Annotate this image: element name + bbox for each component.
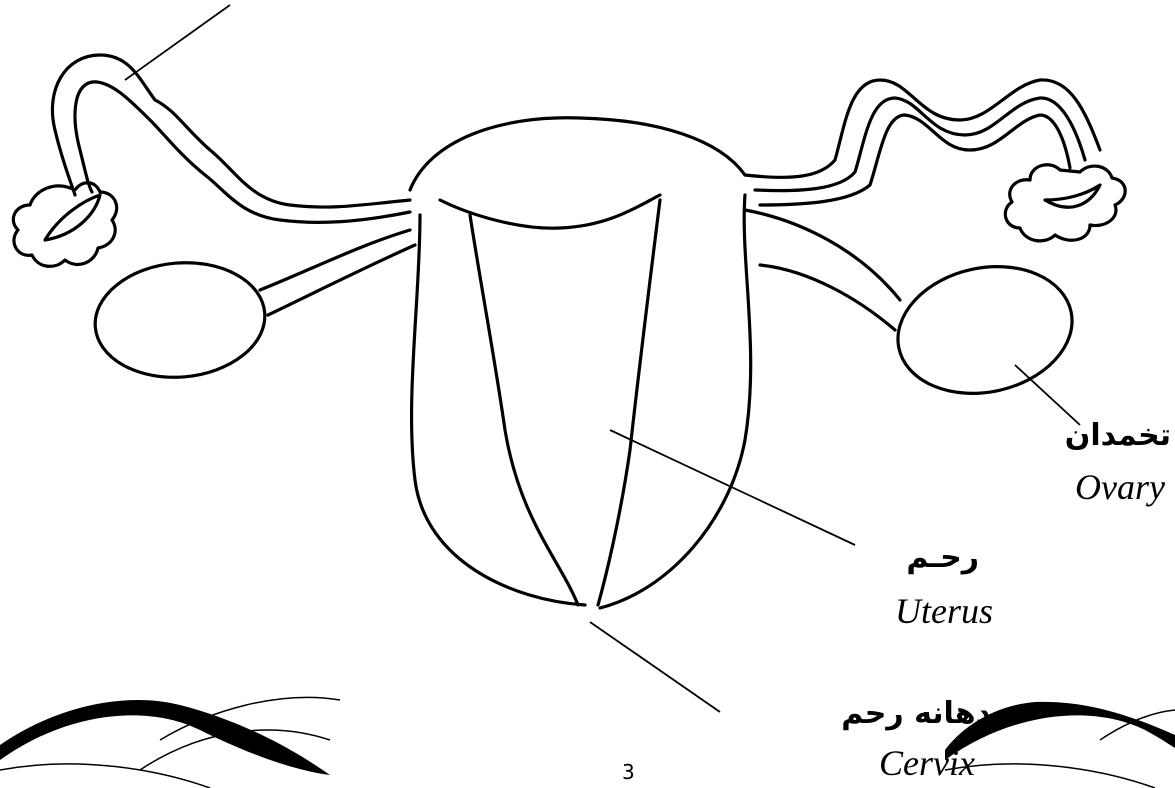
right-fimbriae bbox=[1005, 165, 1125, 241]
uterus bbox=[410, 118, 751, 608]
ovary-label-fa: تخمدان bbox=[1065, 418, 1171, 453]
right-fallopian-tube bbox=[745, 80, 1100, 205]
cervix-label-fa: دهانه رحم bbox=[841, 696, 991, 731]
cervix-leader-line bbox=[590, 622, 720, 712]
uterus-leader-line bbox=[610, 430, 855, 545]
left-fallopian-tube bbox=[52, 55, 410, 222]
left-fimbriae bbox=[13, 183, 116, 267]
decorative-swoosh-left bbox=[0, 697, 340, 788]
ovary-label-en: Ovary bbox=[1075, 466, 1165, 508]
uterus-label-fa: رحـم bbox=[906, 540, 979, 575]
tube-leader-line bbox=[125, 5, 230, 80]
cervix-label-en: Cervix bbox=[879, 742, 975, 784]
uterus-label-en: Uterus bbox=[895, 590, 993, 632]
left-ovary bbox=[90, 230, 415, 384]
ovary-leader-line bbox=[1015, 365, 1080, 425]
page-number: 3 bbox=[622, 760, 635, 784]
